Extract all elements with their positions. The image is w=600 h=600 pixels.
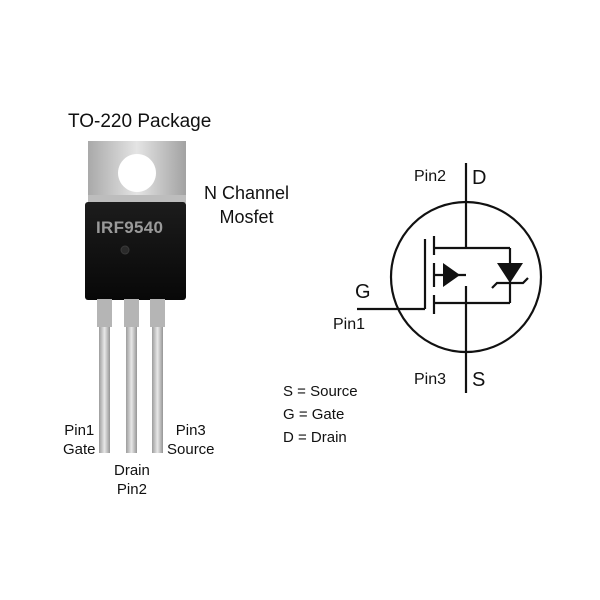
symbol-source-pin: Pin3: [414, 371, 447, 388]
diode-bar: [491, 277, 529, 289]
pin1-caption: Pin1 Gate: [63, 421, 96, 459]
legend-source: S = Source: [283, 383, 358, 400]
body-dimple: [120, 245, 130, 255]
package-title: TO-220 Package: [68, 111, 212, 132]
pin2-number: Pin2: [116, 481, 147, 498]
pin2-caption: Drain Pin2: [114, 461, 150, 499]
pin3-function: Source: [167, 441, 215, 458]
pin3-number: Pin3: [175, 422, 206, 439]
to220-package: [85, 141, 186, 453]
transistor-type-line1: N Channel: [204, 183, 290, 203]
leg-pin1: [99, 299, 110, 453]
legend-gate: G = Gate: [283, 406, 345, 423]
symbol-gate-letter: G: [355, 281, 371, 303]
leg-pin2: [126, 299, 137, 453]
symbol-drain-pin: Pin2: [414, 168, 447, 185]
symbol-gate-pin: Pin1: [333, 316, 366, 333]
part-number: IRF9540: [96, 218, 164, 237]
pin2-function: Drain: [114, 462, 150, 479]
metal-tab: [88, 141, 186, 200]
body-diode: [497, 263, 523, 283]
pin1-number: Pin1: [64, 422, 95, 439]
mosfet-symbol: [357, 163, 543, 393]
leg-pin3: [152, 299, 163, 453]
legend: S = Source G = Gate D = Drain: [283, 380, 358, 449]
symbol-source-letter: S: [472, 369, 486, 391]
package-body: [85, 202, 186, 300]
pin3-caption: Pin3 Source: [167, 421, 215, 459]
transistor-type-line2: Mosfet: [219, 207, 274, 227]
transistor-type: N Channel Mosfet: [204, 181, 289, 229]
symbol-drain-letter: D: [472, 167, 487, 189]
body-arrow: [443, 263, 460, 287]
tab-shoulder: [88, 195, 186, 203]
legend-drain: D = Drain: [283, 429, 347, 446]
pin1-function: Gate: [63, 441, 96, 458]
